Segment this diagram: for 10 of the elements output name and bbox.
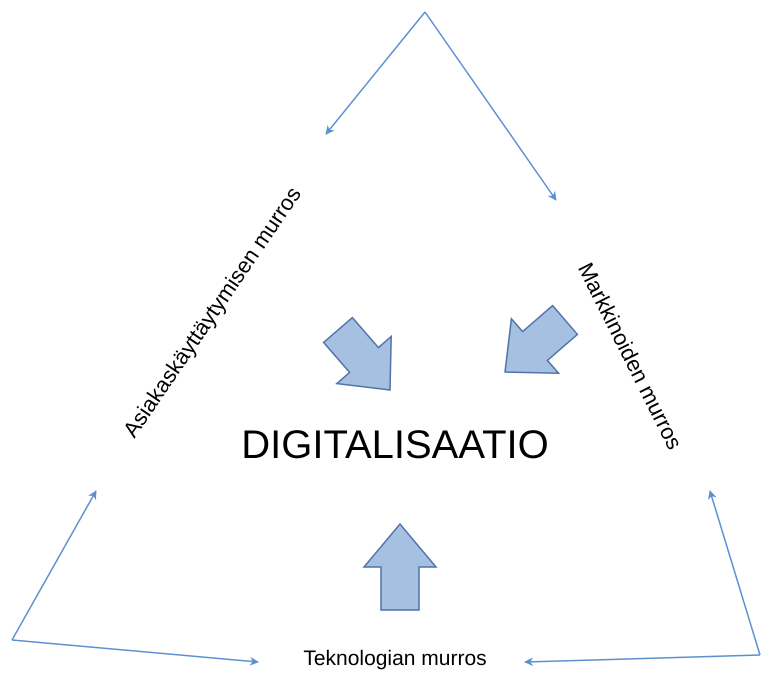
block-arrow — [362, 522, 438, 611]
arrow — [325, 12, 426, 135]
arrow — [424, 12, 557, 201]
arrow — [11, 490, 97, 640]
bottom-label: Teknologian murros — [303, 646, 487, 672]
arrow — [708, 490, 761, 656]
arrow — [12, 639, 259, 666]
block-arrow — [504, 304, 578, 374]
arrow — [524, 654, 760, 666]
block-arrow — [322, 316, 392, 391]
